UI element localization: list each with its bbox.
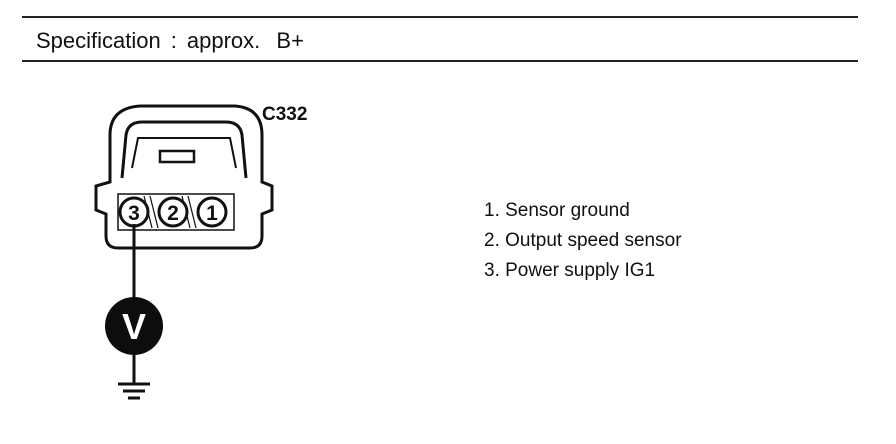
pin-cavity-hatch — [187, 195, 197, 229]
spec-qualifier: approx. — [186, 28, 261, 53]
connector-lock — [120, 120, 248, 179]
voltmeter-symbol: V — [122, 306, 146, 347]
connector-housing — [94, 104, 274, 250]
connector-lock-inner — [131, 137, 237, 169]
connector-key-slot — [158, 149, 196, 164]
spec-separator: : — [170, 28, 177, 53]
legend-item-pin-1: 1. Sensor ground — [484, 200, 630, 221]
spec-label: Specification — [36, 28, 161, 53]
legend-item-pin-2: 2. Output speed sensor — [484, 230, 682, 251]
legend-item-pin-3: 3. Power supply IG1 — [484, 260, 656, 281]
ground-icon — [118, 382, 150, 400]
spec-value: B+ — [276, 28, 304, 53]
pin-2-circle — [157, 196, 189, 228]
pin-cavity — [117, 193, 235, 231]
connector-id: C332 — [262, 104, 308, 125]
pin-cavity-hatch — [149, 195, 159, 229]
pin-2-label: 2 — [167, 202, 179, 225]
specification-text: Specification: approx. B+ — [36, 28, 314, 54]
pin-3-label: 3 — [128, 202, 140, 225]
pin-1-label: 1 — [206, 202, 218, 225]
pin-legend: 1. Sensor ground 2. Output speed sensor … — [484, 196, 682, 286]
voltmeter-icon — [105, 297, 163, 355]
pin-1-circle — [196, 196, 228, 228]
specification-bar: Specification: approx. B+ — [22, 16, 858, 62]
